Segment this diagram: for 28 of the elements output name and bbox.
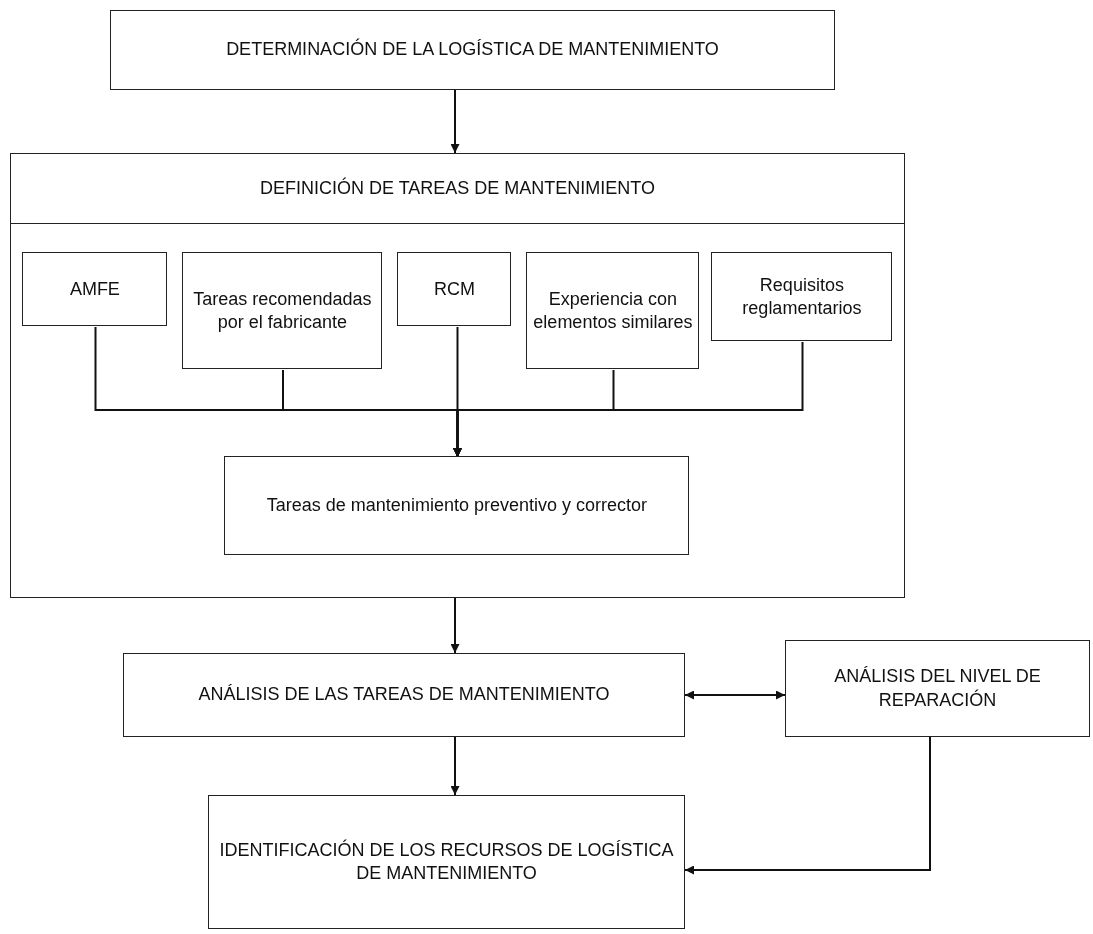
process-box [224, 456, 690, 556]
source-box [397, 252, 512, 327]
box-label: DETERMINACIÓN DE LA LOGÍSTICA DE MANTENIMIENTO [225, 38, 720, 62]
box-label: Tareas de mantenimiento preventivo y corrector [265, 494, 648, 518]
box-label: Tareas recomendadas por el fabricante [192, 287, 373, 334]
box-label: AMFE [68, 277, 121, 301]
source-box [182, 252, 383, 370]
title-box [110, 10, 835, 90]
box-label: ANÁLISIS DE LAS TAREAS DE MANTENIMIENTO [197, 683, 611, 707]
group-box [10, 153, 905, 598]
box-label: IDENTIFICACIÓN DE LOS RECURSOS DE LOGÍSTICA DE MANTENIMIENTO [218, 838, 675, 885]
arrow [450, 597, 460, 654]
process-box [123, 653, 685, 737]
arrow [450, 736, 460, 796]
group-heading: DEFINICIÓN DE TAREAS DE MANTENIMIENTO [11, 154, 904, 224]
arrow [684, 736, 931, 875]
arrow [450, 89, 460, 154]
source-box [526, 252, 700, 370]
process-box [785, 640, 1090, 737]
box-label: RCM [432, 277, 476, 301]
process-box [208, 795, 685, 929]
source-box [22, 252, 168, 327]
box-label: ANÁLISIS DEL NIVEL DE REPARACIÓN [833, 665, 1042, 712]
box-label: Requisitos reglamentarios [741, 273, 863, 320]
source-box [711, 252, 893, 342]
box-label: Experiencia con elementos similares [532, 287, 694, 334]
arrow [684, 690, 786, 700]
arrow [453, 341, 804, 458]
